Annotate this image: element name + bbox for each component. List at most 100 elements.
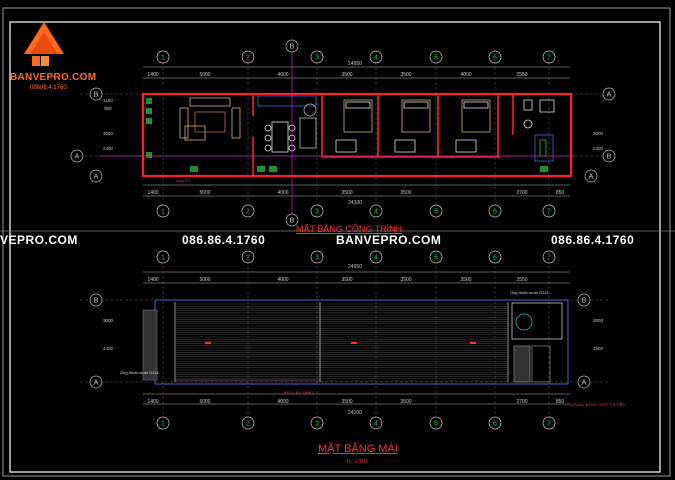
roof-top-dimension: 4000	[277, 277, 288, 283]
bedroom-3-bed	[455, 99, 491, 153]
row-axis-letter: A	[582, 380, 587, 387]
roof-bottom-dimension: 1400	[147, 399, 158, 405]
right-dimension: 3000	[593, 131, 604, 136]
outer-frame	[2, 7, 671, 477]
axis-bubble	[369, 204, 383, 218]
row-axis-letter: B	[607, 154, 612, 161]
axis-number: 3	[315, 421, 319, 428]
left-dimension: 900	[104, 106, 112, 111]
axis-bubble	[310, 416, 324, 430]
axis-number: 1	[161, 209, 165, 216]
plan-title-roof: MẶT BẰNG MÁI	[318, 443, 398, 455]
top-dimension-lines	[143, 66, 570, 197]
axis-number: 2	[246, 421, 250, 428]
axis-bubble	[310, 50, 324, 64]
row-axis-letter: A	[94, 380, 99, 387]
axis-bubble	[369, 50, 383, 64]
axis-number: 2	[246, 255, 250, 262]
axis-bubble	[542, 204, 556, 218]
roof-total-dimension: 24950	[348, 264, 362, 270]
roof-plan	[80, 266, 610, 415]
axis-number: 3	[315, 209, 319, 216]
bedroom-1-bed	[335, 99, 373, 153]
axis-bubble	[488, 416, 502, 430]
inner-frame	[9, 21, 661, 473]
brand-name: BANVEPRO.COM	[10, 72, 97, 83]
axis-bubble	[241, 250, 255, 264]
axis-number: 6	[493, 421, 497, 428]
axis-bubble	[542, 50, 556, 64]
roof-dimension-lines	[143, 271, 570, 405]
axis-bubble	[488, 204, 502, 218]
row-axis-letter: A	[94, 174, 99, 181]
roof-scale: TL: 1/100	[346, 459, 368, 465]
roof-left-dimension: 3000	[103, 318, 114, 323]
roof-top-dimension: 1400	[147, 277, 158, 283]
row-axis-letter: A	[589, 174, 594, 181]
roof-top-dimension: 2550	[516, 277, 527, 283]
section-bubbles	[285, 39, 299, 227]
total-dimension: 24950	[348, 61, 362, 67]
left-dimension: 1100	[103, 98, 113, 103]
row-axis-letter: A	[75, 154, 80, 161]
axis-bubble	[156, 416, 170, 430]
roof-top-dimension: 3500	[400, 277, 411, 283]
outer-walls	[141, 92, 573, 178]
roof-outline	[154, 299, 569, 385]
watermark-brand: BANVEPRO.COM	[336, 233, 442, 247]
axis-bubble	[241, 204, 255, 218]
axis-number: 2	[246, 209, 250, 216]
dining-table	[264, 121, 296, 153]
left-dimension: 3000	[103, 131, 114, 136]
axis-bubble	[156, 50, 170, 64]
axis-bubble	[310, 204, 324, 218]
roof-right-dimension: 3000	[593, 318, 604, 323]
axis-number: 1	[161, 55, 165, 62]
axis-bubble	[542, 416, 556, 430]
roof-bottom-dimension: 3500	[341, 399, 352, 405]
water-tank	[511, 302, 563, 383]
roof-row-bubbles	[89, 293, 591, 389]
roof-sheet-hatch	[176, 303, 507, 382]
axis-bubble	[488, 50, 502, 64]
left-gutter	[142, 309, 158, 381]
watermark-phone-2: 086.86.4.1760	[551, 233, 635, 247]
bottom-dimension: 1400	[147, 190, 158, 196]
row-axis-letter: B	[290, 218, 295, 225]
axis-bubble	[241, 416, 255, 430]
axis-bubble	[156, 250, 170, 264]
top-dimension: 5000	[199, 72, 210, 78]
section-lines	[100, 52, 575, 214]
axis-number: 6	[493, 255, 497, 262]
roof-top-dimension: 3500	[341, 277, 352, 283]
axis-lines	[80, 62, 610, 205]
axis-number: 6	[493, 209, 497, 216]
axis-number: 5	[434, 209, 438, 216]
bottom-dimension: 4000	[277, 190, 288, 196]
roof-right-dimension: 1500	[593, 346, 604, 351]
row-axis-letter: B	[94, 92, 99, 99]
kitchen-counter	[257, 95, 317, 149]
brand-logo	[22, 18, 66, 68]
left-dimension: 2400	[103, 146, 114, 151]
watermark-phone-1: 086.86.4.1760	[182, 233, 266, 247]
roof-note-tank: KHUNG BẰNG THÉP 1.5 TIÊU	[570, 402, 626, 407]
roof-total-dimension-bottom: 24100	[348, 410, 362, 416]
bottom-dimension: 3500	[400, 190, 411, 196]
axis-bubble	[488, 250, 502, 264]
axis-number: 4	[374, 421, 378, 428]
top-dimension: 3500	[400, 72, 411, 78]
top-dimension: 3500	[341, 72, 352, 78]
axis-bubble	[369, 416, 383, 430]
bottom-dimension: 850	[556, 190, 565, 196]
plant-markers	[146, 98, 548, 172]
top-dimension: 4000	[277, 72, 288, 78]
axis-number: 4	[374, 55, 378, 62]
roof-bottom-dimension: 3500	[400, 399, 411, 405]
bottom-dimension: 5000	[199, 190, 210, 196]
row-axis-letter: A	[607, 92, 612, 99]
axis-number: 7	[547, 421, 551, 428]
top-dimension: 4000	[460, 72, 471, 78]
axis-bubble	[241, 50, 255, 64]
